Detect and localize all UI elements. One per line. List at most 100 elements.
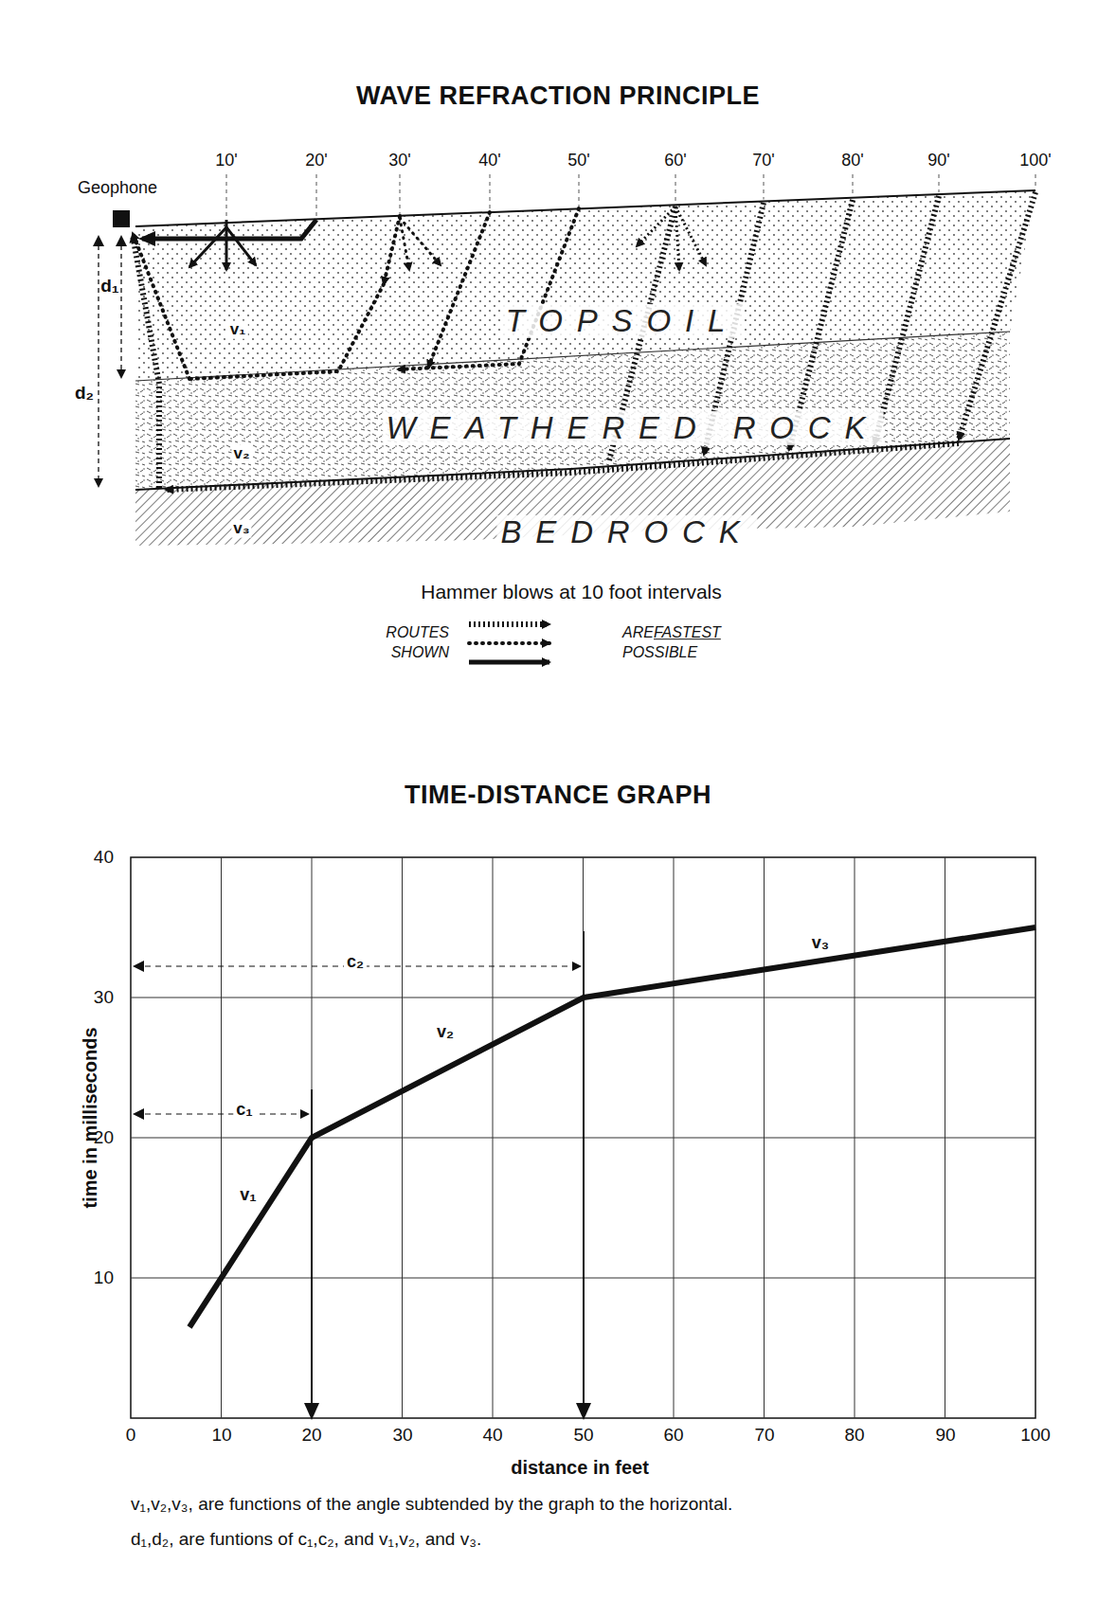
axis-tick: 10 — [93, 1268, 114, 1289]
axis-tick: 90 — [935, 1425, 955, 1446]
drawing-stroke — [1035, 174, 1037, 189]
drawing-stroke — [582, 857, 584, 1419]
graph-label: c₁ — [233, 1100, 255, 1120]
drawing-stroke — [874, 196, 939, 445]
legend-text: POSSIBLE — [622, 644, 698, 662]
axis-tick: 80 — [844, 1425, 864, 1446]
distance-mark: 60' — [664, 151, 686, 171]
layer-name: TOPSOIL — [502, 304, 743, 339]
graph-label: v₃ — [809, 934, 832, 954]
drawing-stroke — [397, 208, 579, 370]
drawing-stroke — [130, 857, 1036, 1419]
graph-title: TIME-DISTANCE GRAPH — [404, 781, 712, 810]
drawing-stroke — [489, 174, 491, 211]
graph — [130, 857, 1036, 1419]
legend-text: FASTEST — [653, 624, 721, 642]
drawing-stroke — [165, 443, 959, 490]
axis-tick: 50 — [573, 1425, 594, 1446]
depth-label: d₁ — [100, 276, 119, 297]
drawing-stroke — [225, 219, 229, 228]
drawing-stroke — [132, 233, 190, 379]
drawing-stroke — [311, 857, 313, 1419]
depth-label: d₂ — [74, 383, 94, 404]
drawing-stroke — [189, 227, 227, 268]
refracted-route-2 — [132, 192, 1036, 490]
drawing-stroke — [189, 284, 384, 379]
drawing-stroke — [852, 174, 854, 197]
graph-label: v₂ — [433, 1023, 457, 1043]
graph-label: c₂ — [343, 953, 367, 972]
footnote: v₁,v₂,v₃, are functions of the angle sub… — [130, 1494, 733, 1515]
drawing-stroke — [399, 217, 410, 270]
drawing-stroke — [763, 174, 765, 199]
velocity-label: v₂ — [231, 445, 252, 464]
drawing-stroke — [120, 236, 122, 378]
axis-tick: 20 — [301, 1425, 322, 1446]
diagram-title: WAVE REFRACTION PRINCIPLE — [356, 82, 760, 111]
strata — [135, 190, 1036, 546]
refracted-route-1 — [132, 208, 579, 379]
axis-tick: 40 — [482, 1425, 503, 1446]
drawing-stroke — [675, 206, 680, 270]
geophone — [112, 210, 130, 228]
drawing-stroke — [675, 174, 677, 203]
geophone-label: Geophone — [77, 179, 158, 198]
direct-route — [142, 219, 317, 270]
drawing-stroke — [97, 236, 99, 486]
distance-mark: 30' — [388, 151, 411, 171]
axis-tick: 60 — [663, 1425, 684, 1446]
axis-tick: 0 — [126, 1425, 137, 1446]
drawing-stroke — [468, 641, 550, 646]
distance-mark: 80' — [841, 151, 864, 171]
footnote: d₁,d₂, are funtions of c₁,c₂, and v₁,v₂,… — [130, 1530, 482, 1550]
axis-tick: 30 — [93, 988, 114, 1008]
drawing-stroke — [958, 192, 1036, 440]
drawing-stroke — [675, 206, 706, 266]
axis-tick: 10 — [211, 1425, 232, 1446]
drawing-stroke — [316, 174, 318, 217]
drawing-stroke — [135, 331, 1010, 381]
drawing-stroke — [310, 1089, 313, 1417]
distance-mark: 40' — [478, 151, 501, 171]
drawing-stroke — [468, 621, 550, 628]
drawing-stroke — [938, 174, 940, 193]
drawing-stroke — [225, 227, 229, 270]
axis-tick: 40 — [93, 847, 114, 868]
layer-name: WEATHERED ROCK — [382, 411, 884, 446]
drawing-stroke — [468, 660, 550, 666]
distance-mark: 50' — [567, 151, 590, 171]
axis-tick: 70 — [754, 1425, 774, 1446]
drawing-stroke — [226, 174, 228, 221]
axis-title: time in milliseconds — [79, 1026, 101, 1208]
axis-tick: 100 — [1020, 1425, 1051, 1446]
velocity-label: v₃ — [231, 520, 252, 539]
graph-label: v₁ — [236, 1186, 259, 1206]
legend-text: ARE — [622, 624, 654, 642]
drawing-stroke — [226, 227, 256, 266]
note: Hammer blows at 10 foot intervals — [420, 580, 721, 603]
legend-text: SHOWN — [391, 644, 450, 662]
drawing-stroke — [189, 927, 1036, 1328]
drawing-stroke — [582, 931, 585, 1417]
drawing-stroke — [130, 857, 1036, 1419]
drawing-stroke — [112, 210, 130, 228]
distance-mark: 90' — [927, 151, 950, 171]
distance-mark: 20' — [305, 151, 327, 171]
drawing-stroke — [135, 190, 1036, 227]
legend-samples — [468, 624, 550, 663]
distance-mark: 100' — [1019, 151, 1051, 171]
drawing-stroke — [428, 212, 490, 368]
drawing-stroke — [383, 216, 400, 285]
distance-mark: 10' — [215, 151, 237, 171]
layer-name: BEDROCK — [496, 515, 757, 550]
depth-arrows — [98, 236, 122, 486]
axis-tick: 30 — [392, 1425, 413, 1446]
drawing-stroke — [636, 206, 676, 247]
axis-title: distance in feet — [510, 1457, 649, 1478]
velocity-label: v₁ — [228, 321, 249, 340]
drawing-stroke — [399, 174, 401, 215]
distance-mark: 70' — [752, 151, 774, 171]
tick-leaders — [226, 174, 1036, 221]
legend-text: ROUTES — [385, 624, 450, 642]
drawing-stroke — [134, 1113, 308, 1115]
